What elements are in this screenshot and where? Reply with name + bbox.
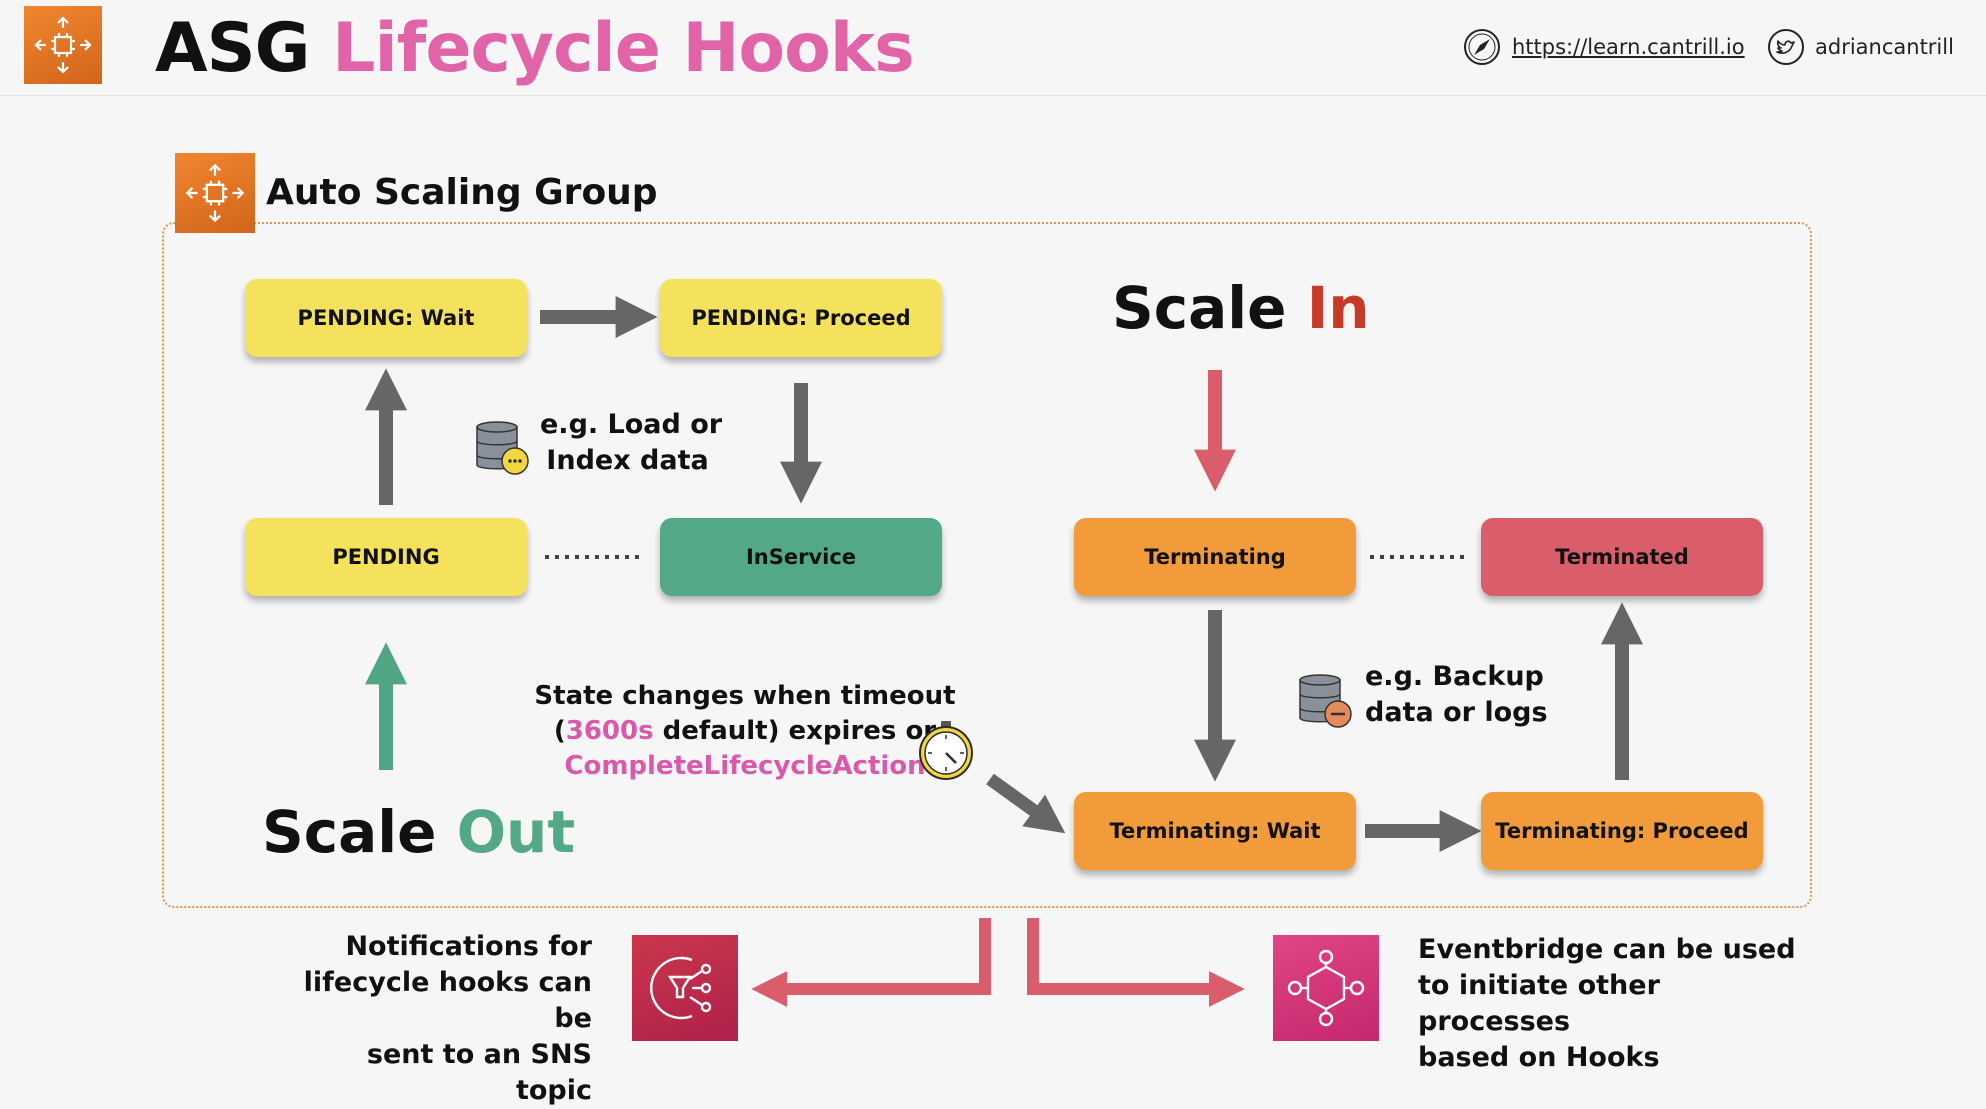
state-pending-wait: PENDING: Wait: [245, 279, 527, 357]
twitter-handle[interactable]: adriancantrill: [1815, 35, 1954, 59]
backup-data-note: e.g. Backup data or logs: [1365, 659, 1548, 731]
eventbridge-note-line3: based on Hooks: [1418, 1042, 1660, 1073]
eventbridge-note-line2: to initiate other processes: [1418, 970, 1660, 1037]
timeout-note-line3: CompleteLifecycleAction: [564, 751, 926, 781]
load-data-note-line2: Index data: [546, 445, 709, 476]
auto-scaling-group-boundary: [162, 222, 1812, 908]
title-part-asg: ASG: [155, 9, 310, 88]
arrow-to-eventbridge: [1027, 918, 1245, 1007]
timeout-note-line1: State changes when timeout: [534, 681, 956, 711]
title-part-lifecycle-hooks: Lifecycle Hooks: [332, 9, 914, 88]
state-terminated: Terminated: [1481, 518, 1763, 596]
arrow-to-sns: [751, 918, 991, 1007]
sns-note-line2: lifecycle hooks can be: [303, 967, 592, 1034]
auto-scaling-icon: [175, 153, 255, 233]
timeout-note: State changes when timeout (3600s defaul…: [520, 679, 970, 784]
load-data-note: e.g. Load or Index data: [540, 407, 723, 479]
diagram-connectors: [365, 296, 1643, 1007]
stopwatch-icon: [916, 719, 976, 781]
asg-label: Auto Scaling Group: [266, 172, 658, 213]
header-bar: [0, 0, 1986, 96]
scale-in-label: Scale In: [1112, 273, 1370, 343]
state-terminating: Terminating: [1074, 518, 1356, 596]
scale-out-word2: Out: [456, 798, 576, 866]
backup-data-note-line2: data or logs: [1365, 697, 1548, 728]
eventbridge-note-line1: Eventbridge can be used: [1418, 934, 1796, 965]
state-pending-proceed: PENDING: Proceed: [660, 279, 942, 357]
website-link[interactable]: https://learn.cantrill.io: [1512, 35, 1745, 59]
state-inservice: InService: [660, 518, 942, 596]
state-pending: PENDING: [245, 518, 527, 596]
scale-in-word1: Scale: [1112, 274, 1287, 342]
sns-note-line3: sent to an SNS topic: [366, 1039, 592, 1106]
database-remove-icon: [1298, 664, 1356, 728]
scale-out-word1: Scale: [262, 798, 437, 866]
eventbridge-icon: [1273, 935, 1379, 1041]
sns-topic-icon: [632, 935, 738, 1041]
timeout-default-value: 3600s: [565, 716, 654, 746]
arrow-timeout-to-terminating-wait: [986, 773, 1066, 834]
timeout-note-line2: (3600s default) expires or: [553, 716, 937, 746]
database-icon: [475, 411, 533, 475]
page-title: ASG Lifecycle Hooks: [155, 8, 915, 90]
eventbridge-note: Eventbridge can be used to initiate othe…: [1418, 932, 1798, 1076]
compass-icon: [1463, 28, 1501, 66]
scale-out-label: Scale Out: [262, 797, 575, 867]
state-terminating-wait: Terminating: Wait: [1074, 792, 1356, 870]
backup-data-note-line1: e.g. Backup: [1365, 661, 1544, 692]
twitter-icon: [1767, 28, 1805, 66]
sns-note-line1: Notifications for: [345, 931, 592, 962]
scale-in-word2: In: [1306, 274, 1370, 342]
state-terminating-proceed: Terminating: Proceed: [1481, 792, 1763, 870]
auto-scaling-icon: [24, 6, 102, 84]
sns-note: Notifications for lifecycle hooks can be…: [282, 929, 592, 1109]
load-data-note-line1: e.g. Load or: [540, 409, 723, 440]
